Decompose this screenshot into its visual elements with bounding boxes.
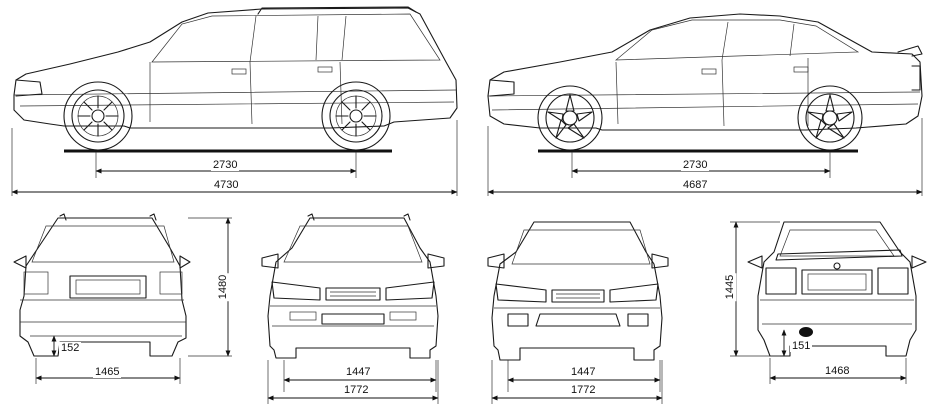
wagon-wheelbase-label: 2730 — [211, 159, 240, 171]
sedan-side-view — [487, 13, 923, 196]
wagon-side-view — [11, 6, 458, 196]
sedan-front-view — [487, 221, 669, 404]
sedan-body-outline — [487, 13, 923, 131]
sedan-front-outline — [491, 221, 663, 361]
sedan-wheelbase-label: 2730 — [681, 159, 710, 171]
wagon-body-outline — [13, 7, 458, 129]
wagon-rear-wheel — [321, 81, 391, 151]
sedan-length-label: 4687 — [681, 179, 710, 191]
sedan-width-label: 1772 — [569, 384, 598, 396]
wagon-front-wheel — [63, 81, 133, 151]
wagon-height-label: 1480 — [217, 272, 230, 302]
sedan-rear-outline — [757, 221, 917, 357]
wagon-rear-track-label: 1465 — [93, 366, 122, 378]
sedan-front-track-label: 1447 — [569, 366, 598, 378]
sedan-rear-wheel — [797, 85, 863, 151]
wagon-front-outline — [267, 217, 439, 359]
sedan-clearance-label: 151 — [790, 340, 813, 352]
wagon-width-label: 1772 — [342, 384, 371, 396]
wagon-clearance-label: 152 — [59, 342, 82, 354]
wagon-window-line — [151, 13, 441, 63]
wagon-rear-outline — [19, 217, 187, 357]
sedan-window-line — [614, 19, 860, 61]
sedan-rear-view — [730, 221, 927, 384]
wagon-roof-rail — [257, 6, 417, 15]
wagon-length-label: 4730 — [212, 179, 241, 191]
wagon-front-view — [261, 213, 445, 404]
wagon-rear-view — [13, 213, 232, 384]
wagon-front-track-label: 1447 — [344, 366, 373, 378]
sedan-height-label: 1445 — [724, 272, 737, 302]
sedan-front-wheel — [537, 85, 603, 151]
sedan-rear-track-label: 1468 — [823, 365, 852, 377]
